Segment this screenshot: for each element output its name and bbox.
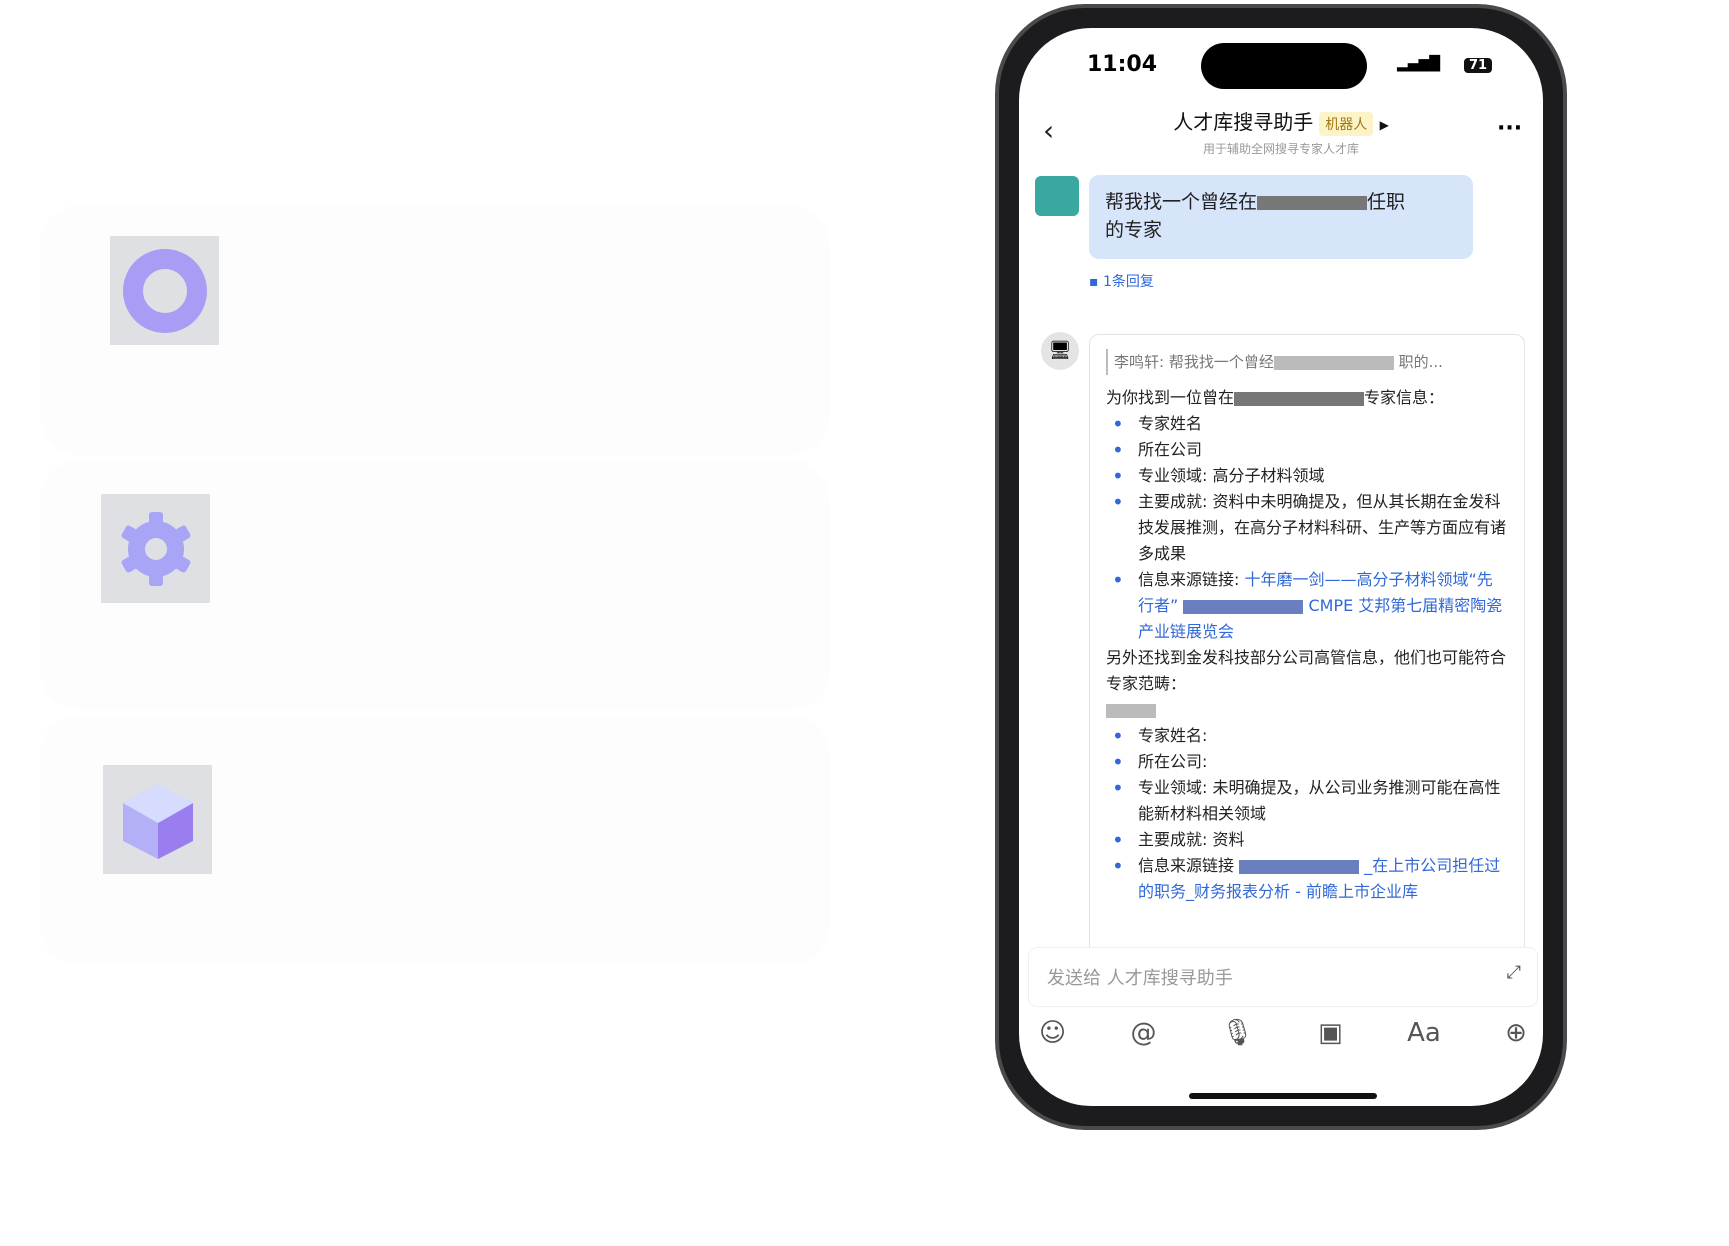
- list-item: 信息来源链接: 十年磨一剑——高分子材料领域“先行者” CMPE 艾邦第七届精密…: [1106, 567, 1508, 645]
- expert2-list: 专家姓名: 所在公司: 专业领域: 未明确提及，从公司业务推测可能在高性能新材料…: [1106, 723, 1508, 905]
- status-time: 11:04: [1087, 52, 1158, 77]
- input-placeholder: 发送给 人才库搜寻助手: [1047, 968, 1233, 989]
- source-label: 信息来源链接: [1138, 856, 1235, 875]
- list-item: 所在公司: [1106, 437, 1508, 463]
- dynamic-island: [1201, 43, 1367, 89]
- source-label: 信息来源链接:: [1138, 570, 1245, 589]
- intro-end: 专家信息：: [1364, 388, 1445, 407]
- battery-indicator: 71: [1464, 58, 1493, 73]
- font-format-button[interactable]: Aa: [1407, 1018, 1441, 1048]
- redacted: [1234, 391, 1365, 406]
- source-link[interactable]: _在上市公司担任过的职务_财务报表分析 - 前瞻上市企业库: [1138, 856, 1501, 901]
- list-item: 信息来源链接 _在上市公司担任过的职务_财务报表分析 - 前瞻上市企业库: [1106, 853, 1508, 905]
- list-item: 主要成就: 资料: [1106, 827, 1508, 853]
- msg-text-2: 的专家: [1105, 219, 1163, 241]
- input-toolbar: ☺ @ 🎙 ▣ Aa ⊕: [1029, 1018, 1537, 1048]
- intro: 为你找到一位曾在: [1106, 388, 1235, 407]
- cube-icon: [103, 765, 212, 874]
- reply-count-link[interactable]: ▪ 1条回复: [1089, 274, 1154, 290]
- quote-end: 职的...: [1398, 353, 1443, 371]
- reply-count: 1条回复: [1102, 274, 1154, 290]
- msg-text: 帮我找一个曾经在: [1105, 191, 1258, 213]
- expand-icon[interactable]: ⤢: [1506, 962, 1521, 983]
- bot-badge: 机器人: [1319, 111, 1374, 136]
- bot-message-card: 李鸣轩: 帮我找一个曾经 职的... 为你找到一位曾在 专家信息： 专家姓名 所在…: [1089, 334, 1525, 974]
- list-item: 专家姓名:: [1106, 723, 1508, 749]
- user-avatar[interactable]: [1035, 176, 1079, 216]
- image-icon[interactable]: ▣: [1318, 1018, 1343, 1048]
- gear-icon: [101, 494, 210, 603]
- more-button[interactable]: ···: [1497, 116, 1523, 141]
- home-indicator[interactable]: [1189, 1093, 1377, 1099]
- microphone-icon[interactable]: 🎙: [1220, 1018, 1254, 1048]
- list-item: 专业领域: 高分子材料领域: [1106, 463, 1508, 489]
- also-text: 另外还找到金发科技部分公司高管信息，他们也可能符合专家范畴：: [1106, 648, 1507, 693]
- redacted: [1106, 703, 1156, 718]
- plus-icon[interactable]: ⊕: [1505, 1018, 1527, 1048]
- quote-text: 李鸣轩: 帮我找一个曾经: [1114, 353, 1274, 371]
- source-link[interactable]: 十年磨一剑——高分子材料领域“先行者”: [1138, 570, 1493, 615]
- list-item: 主要成就: 资料中未明确提及，但从其长期在金发科技发展推测，在高分子材料科研、生…: [1106, 489, 1508, 567]
- redacted: [1257, 195, 1368, 210]
- ring-icon: [110, 236, 219, 345]
- intro-text: 为你找到一位曾在 专家信息：: [1106, 385, 1508, 411]
- user-message-bubble: 帮我找一个曾经在 任职的专家: [1089, 175, 1473, 259]
- title-text: 人才库搜寻助手: [1173, 110, 1314, 134]
- message-input[interactable]: 发送给 人才库搜寻助手 ⤢: [1029, 948, 1537, 1006]
- list-item: 所在公司:: [1106, 749, 1508, 775]
- signal-icon: ▂▄▆█: [1397, 56, 1441, 72]
- bot-avatar[interactable]: 🖥: [1041, 332, 1079, 370]
- expand-arrow-icon: ▶: [1379, 118, 1389, 132]
- redacted: [1239, 859, 1360, 874]
- mention-icon[interactable]: @: [1130, 1018, 1157, 1048]
- back-button[interactable]: ‹: [1043, 114, 1055, 147]
- source-link-2[interactable]: CMPE 艾邦第七届精密陶瓷产业链展览会: [1138, 596, 1503, 641]
- redacted: [1183, 599, 1304, 614]
- list-item: 专业领域: 未明确提及，从公司业务推测可能在高性能新材料相关领域: [1106, 775, 1508, 827]
- quoted-message: 李鸣轩: 帮我找一个曾经 职的...: [1106, 349, 1508, 375]
- expert1-list: 专家姓名 所在公司 专业领域: 高分子材料领域 主要成就: 资料中未明确提及，但…: [1106, 411, 1508, 645]
- emoji-icon[interactable]: ☺: [1039, 1018, 1067, 1048]
- chat-subtitle: 用于辅助全网搜寻专家人才库: [1202, 142, 1359, 156]
- msg-text-end: 任职: [1367, 191, 1406, 213]
- phone-frame: 11:04 ▂▄▆█ 71 ‹ 人才库搜寻助手机器人 ▶ 用于辅助全网搜寻专家人…: [995, 4, 1567, 1130]
- list-item: 专家姓名: [1106, 411, 1508, 437]
- chat-screen: 11:04 ▂▄▆█ 71 ‹ 人才库搜寻助手机器人 ▶ 用于辅助全网搜寻专家人…: [1019, 28, 1543, 1106]
- chat-title[interactable]: 人才库搜寻助手机器人 ▶: [1019, 106, 1543, 136]
- redacted: [1273, 355, 1394, 370]
